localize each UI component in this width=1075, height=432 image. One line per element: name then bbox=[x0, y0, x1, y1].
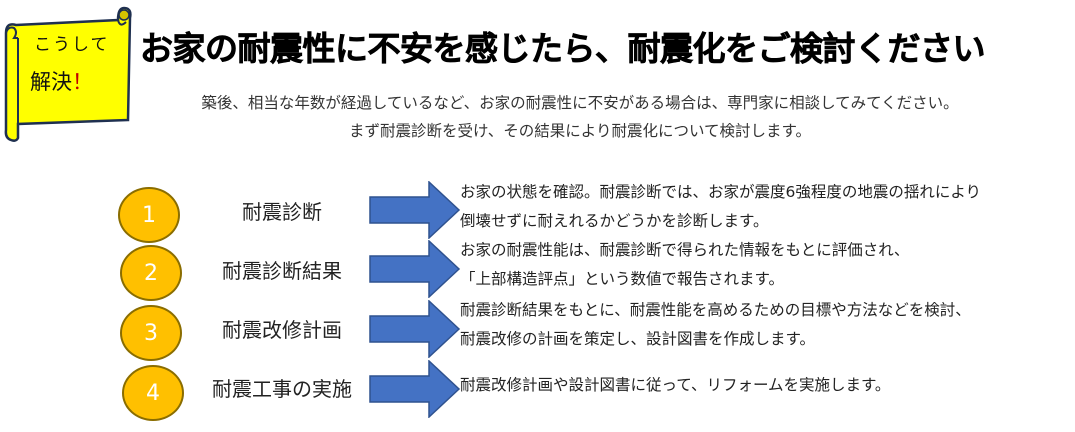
badge-line1: こうして bbox=[34, 35, 110, 55]
desc-line: お家の状態を確認。耐震診断では、お家が震度6強程度の地震の揺れにより bbox=[460, 183, 982, 201]
arrow-right-icon bbox=[369, 360, 461, 418]
step-number-3: 3 bbox=[120, 305, 182, 361]
step-number-1: 1 bbox=[118, 187, 180, 243]
intro-line-1: 築後、相当な年数が経過しているなど、お家の耐震性に不安がある場合は、専門家に相談… bbox=[201, 94, 959, 112]
step-label-2: 耐震診断結果 bbox=[222, 259, 342, 283]
desc-line: 耐震改修計画や設計図書に従って、リフォームを実施します。 bbox=[460, 376, 891, 394]
badge-text: 解決 bbox=[30, 70, 72, 94]
arrow-right-icon bbox=[369, 181, 461, 239]
step-desc-3: 耐震診断結果をもとに、耐震性能を高めるための目標や方法などを検討、 耐震改修の計… bbox=[460, 296, 971, 354]
step-number-4: 4 bbox=[122, 365, 184, 421]
desc-line: 耐震改修の計画を策定し、設計図書を作成します。 bbox=[460, 330, 815, 348]
desc-line: 「上部構造評点」という数値で報告されます。 bbox=[460, 270, 784, 288]
step-number-2: 2 bbox=[120, 245, 182, 301]
step-desc-2: お家の耐震性能は、耐震診断で得られた情報をもとに評価され、 「上部構造評点」とい… bbox=[460, 236, 909, 294]
step-label-1: 耐震診断 bbox=[242, 200, 322, 224]
step-label-3: 耐震改修計画 bbox=[222, 318, 342, 342]
step-desc-4: 耐震改修計画や設計図書に従って、リフォームを実施します。 bbox=[460, 371, 890, 400]
badge-exclaim: ！ bbox=[72, 70, 93, 94]
arrow-right-icon bbox=[369, 300, 461, 358]
arrow-right-icon bbox=[369, 240, 461, 298]
step-label-4: 耐震工事の実施 bbox=[212, 377, 352, 401]
desc-line: 耐震診断結果をもとに、耐震性能を高めるための目標や方法などを検討、 bbox=[460, 301, 971, 319]
page-title: お家の耐震性に不安を感じたら、耐震化をご検討ください bbox=[140, 29, 986, 69]
desc-line: 倒壊せずに耐えれるかどうかを診断します。 bbox=[460, 212, 769, 230]
intro-line-2: まず耐震診断を受け、その結果により耐震化について検討します。 bbox=[349, 122, 811, 140]
step-desc-1: お家の状態を確認。耐震診断では、お家が震度6強程度の地震の揺れにより 倒壊せずに… bbox=[460, 178, 981, 236]
desc-line: お家の耐震性能は、耐震診断で得られた情報をもとに評価され、 bbox=[460, 241, 910, 259]
badge-line2: 解決！ bbox=[30, 66, 93, 96]
scroll-banner-icon bbox=[4, 6, 132, 142]
